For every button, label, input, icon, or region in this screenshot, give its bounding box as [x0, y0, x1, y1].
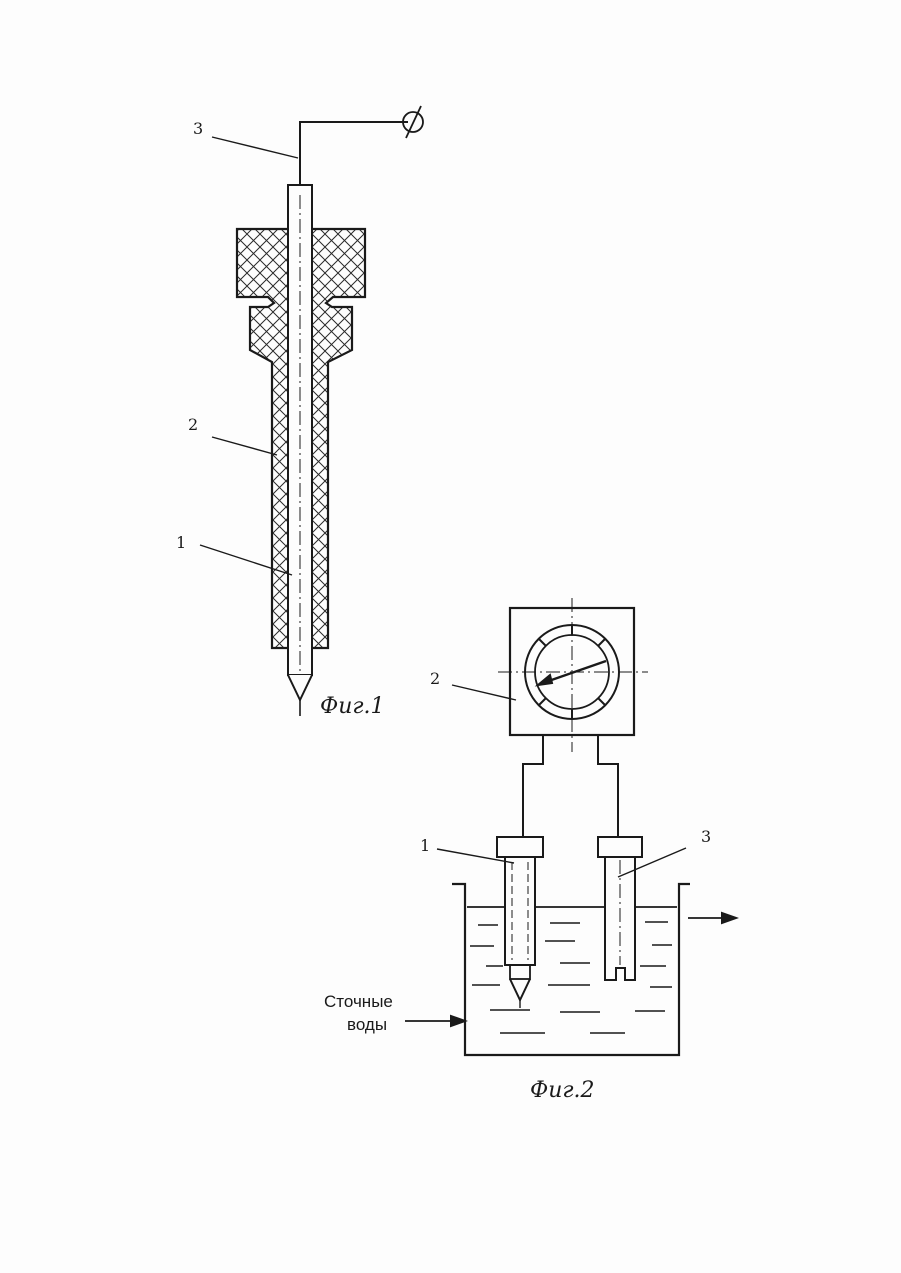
fig2-leader-lines — [437, 685, 686, 877]
fig2-label-1: 1 — [420, 836, 430, 855]
fig2-label-3: 3 — [701, 827, 711, 846]
fig2-electrode-1 — [497, 837, 543, 1008]
fig2-meter — [498, 598, 648, 752]
fig2-connector-body — [523, 735, 618, 837]
fig2-outflow-arrow — [688, 913, 736, 923]
fig1-label-1: 1 — [176, 533, 186, 552]
fig1-terminal-lead — [300, 106, 423, 185]
fig2-inflow-arrow — [405, 1016, 465, 1026]
figure-2 — [405, 598, 736, 1055]
fig2-caption: Фиг.2 — [530, 1078, 595, 1103]
fig2-label-2: 2 — [430, 669, 440, 688]
fig1-electrode-rod — [288, 185, 312, 716]
fig2-inflow-label-line1: Сточные — [324, 992, 393, 1011]
fig2-inflow-label-line2: воды — [347, 1015, 387, 1034]
fig2-water-lines — [470, 922, 672, 1033]
fig2-tank — [452, 884, 690, 1055]
fig1-caption: Фиг.1 — [320, 694, 385, 719]
fig1-label-3: 3 — [193, 119, 203, 138]
figure-1 — [200, 106, 423, 716]
fig1-label-2: 2 — [188, 415, 198, 434]
fig2-electrode-3 — [598, 837, 642, 980]
